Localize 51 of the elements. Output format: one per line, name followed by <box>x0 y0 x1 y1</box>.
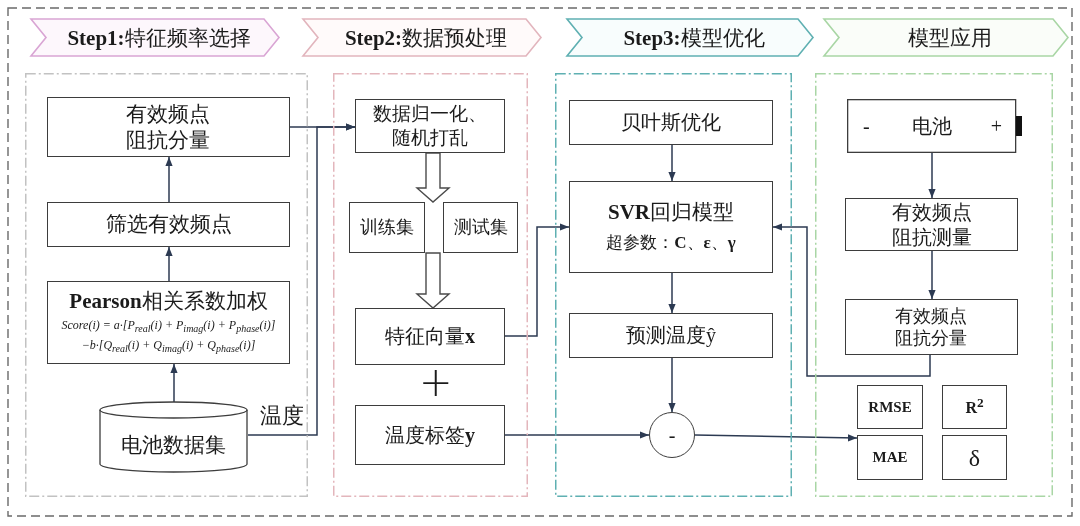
process-box: 数据归一化、随机打乱 <box>355 99 505 153</box>
process-box: 有效频点阻抗分量 <box>845 299 1018 355</box>
metric-box: R$^{2}$ <box>942 385 1007 429</box>
arrow <box>170 363 178 403</box>
edge-label: 温度 <box>259 404 305 429</box>
arrow <box>165 156 173 203</box>
process-box: 贝叶斯优化 <box>569 100 773 145</box>
process-box: 测试集 <box>443 202 518 253</box>
arrow <box>504 431 650 439</box>
operator-circle: - <box>649 412 695 458</box>
metric-box: δ <box>942 435 1007 480</box>
process-box: 预测温度ŷ <box>569 313 773 358</box>
arrow <box>668 357 676 413</box>
chevron-banner: Step1:特征频率选择 <box>30 18 280 57</box>
dash-dot-panel <box>25 73 308 497</box>
process-box: 温度标签y <box>355 405 505 465</box>
arrow <box>928 152 936 199</box>
process-box: 特征向量x <box>355 308 505 365</box>
database-cylinder: 电池数据集 <box>99 402 248 472</box>
minus-sign: - <box>863 114 870 139</box>
arrow <box>668 144 676 182</box>
box-title: Pearson相关系数加权 <box>69 289 268 315</box>
plus-sign: + <box>419 362 453 402</box>
box-text: 超参数：C、ε、γ <box>606 233 736 254</box>
process-box: 有效频点阻抗分量 <box>47 97 290 157</box>
process-box: 训练集 <box>349 202 425 253</box>
dash-dot-panel <box>555 73 792 497</box>
arrow <box>668 272 676 314</box>
plus-sign: + <box>990 114 1002 139</box>
chevron-banner: Step2:数据预处理 <box>302 18 542 57</box>
process-box: 有效频点阻抗测量 <box>845 198 1018 251</box>
dash-dot-panel <box>333 73 528 497</box>
arrow <box>247 123 356 436</box>
box-title: SVR回归模型 <box>608 200 734 226</box>
battery-box <box>847 99 1022 153</box>
metric-box: MAE <box>857 435 923 480</box>
arrow <box>694 434 858 442</box>
process-box <box>47 281 290 364</box>
arrow <box>928 250 936 300</box>
chevron-banner: 模型应用 <box>823 18 1069 57</box>
arrow <box>772 223 931 377</box>
dash-dot-panel <box>815 73 1053 497</box>
arrow <box>504 223 570 337</box>
hollow-arrow <box>415 252 451 309</box>
arrow <box>165 246 173 282</box>
process-box <box>569 181 773 273</box>
formula: Score(i) = a·[P$_{real}$(i) + P$_{imag}$(i) + P$_{phase}$(i)] −b·[Q$_{real}$(i) + Q$_{imag}$(i) + Q$_{phase}$(i)] <box>60 317 277 356</box>
battery-label: 电池 <box>911 114 952 139</box>
chevron-banner: Step3:模型优化 <box>566 18 814 57</box>
metric-box: RMSE <box>857 385 923 429</box>
process-box: 筛选有效频点 <box>47 202 290 247</box>
